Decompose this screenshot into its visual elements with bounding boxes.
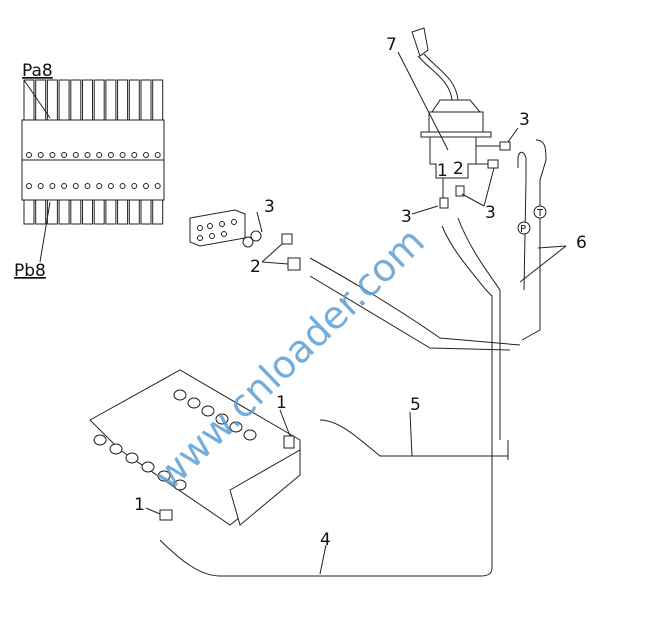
valve-spool [141, 461, 155, 473]
port-hole [154, 183, 161, 189]
valve-slice [140, 79, 152, 121]
valve-slice [117, 79, 129, 121]
port-hole [107, 183, 114, 189]
valve-spool [125, 452, 139, 464]
port-hole [107, 152, 114, 158]
valve-slice [105, 79, 117, 121]
label-part1-valve-top: 1 [276, 393, 287, 413]
port-hole [72, 152, 79, 158]
valve-slice [23, 199, 35, 225]
valve-slice [93, 79, 105, 121]
valve-slice [82, 199, 93, 225]
valve-slice [58, 199, 70, 225]
valve-slice [140, 199, 152, 225]
port-hole [37, 183, 44, 189]
port-hole [49, 183, 56, 189]
valve-slice [128, 199, 140, 225]
label-pa8: Pa8 [22, 61, 53, 81]
valve-slice [70, 79, 82, 121]
port-t-label: T [536, 208, 544, 219]
port-hole [143, 152, 149, 158]
label-pb8: Pb8 [14, 261, 46, 281]
valve-spool [215, 413, 229, 425]
port-hole [61, 152, 68, 158]
port-hole [143, 183, 149, 189]
port-hole [154, 152, 161, 158]
port-hole [37, 152, 44, 158]
port-p-label: P [520, 224, 526, 235]
port-hole [84, 152, 91, 158]
main-control-valve [89, 369, 301, 526]
port-hole [49, 152, 56, 158]
label-part5: 5 [410, 395, 421, 415]
valve-slice [117, 199, 129, 225]
label-part3-block: 3 [264, 197, 275, 217]
label-part3-top: 3 [519, 110, 530, 130]
valve-block-top-view [21, 79, 165, 263]
label-part4: 4 [320, 530, 331, 550]
label-part1-valve-bottom: 1 [134, 495, 145, 515]
port-hole [26, 183, 32, 189]
port-hole [26, 152, 32, 158]
label-part1-joystick: 1 [437, 161, 448, 181]
label-part3-bottom: 3 [485, 203, 496, 223]
label-part7: 7 [386, 35, 397, 55]
joystick [397, 27, 519, 215]
valve-spool [243, 429, 257, 441]
valve-slice [105, 199, 117, 225]
valve-slice [35, 79, 47, 121]
port-hole [96, 152, 103, 158]
valve-spool [187, 397, 201, 409]
port-hole [119, 183, 126, 189]
label-part3-left: 3 [401, 207, 412, 227]
valve-slice [23, 79, 35, 121]
valve-slice [35, 199, 47, 225]
valve-spool [201, 405, 215, 417]
label-part2-joystick: 2 [453, 159, 464, 179]
port-hole [61, 183, 68, 189]
valve-spool [93, 434, 107, 446]
valve-slice [82, 79, 93, 121]
valve-slice [46, 79, 58, 121]
valve-slice [93, 199, 105, 225]
valve-slice [58, 79, 70, 121]
valve-slice [152, 79, 164, 121]
valve-slice [152, 199, 164, 225]
port-hole [72, 183, 79, 189]
valve-slice [46, 199, 58, 225]
valve-slice [128, 79, 140, 121]
port-hole [131, 152, 138, 158]
port-hole [131, 183, 138, 189]
valve-spool [173, 479, 187, 491]
valve-spool [173, 389, 187, 401]
valve-spool [109, 443, 123, 455]
label-part6: 6 [576, 233, 587, 253]
valve-spool [229, 421, 243, 433]
label-part2-block: 2 [250, 257, 261, 277]
hoses [159, 139, 567, 577]
pilot-block [189, 209, 301, 271]
port-hole [84, 183, 91, 189]
port-hole [119, 152, 126, 158]
valve-spool [157, 470, 171, 482]
valve-slice [70, 199, 82, 225]
port-hole [96, 183, 103, 189]
